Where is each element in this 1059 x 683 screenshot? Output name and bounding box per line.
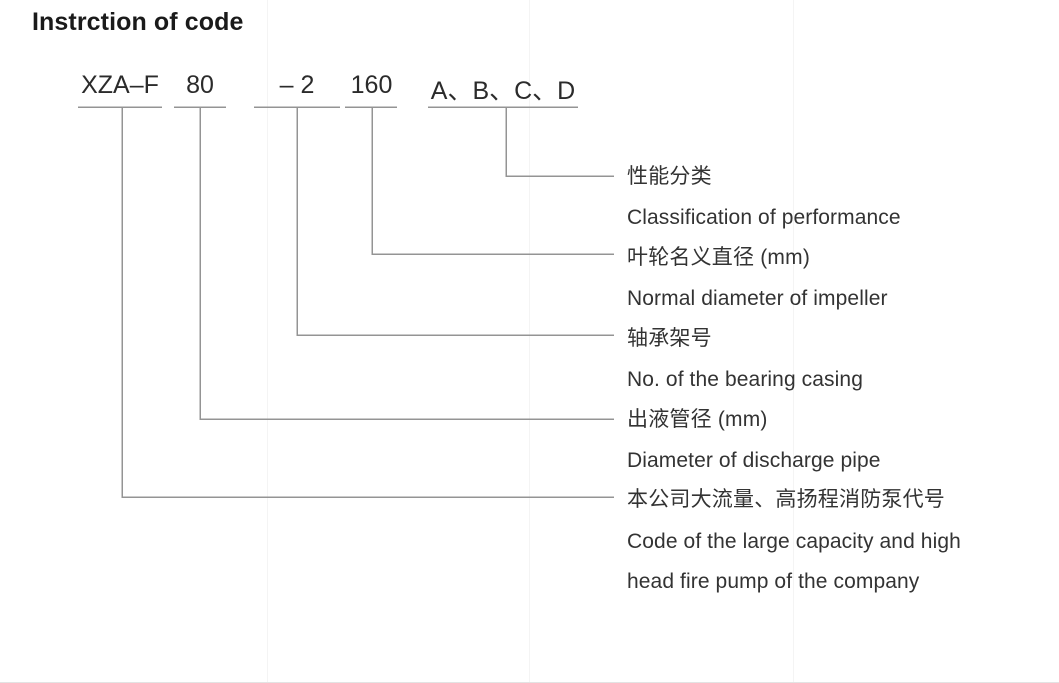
leader-bearing-casing-number [296,107,614,336]
legend-cn-company-code: 本公司大流量、高扬程消防泵代号 [627,488,945,511]
legend-en-company-code-line2: head fire pump of the company [627,570,920,593]
legend-en-company-code-line1: Code of the large capacity and high [627,530,961,553]
leader-impeller-diameter [371,107,614,255]
legend-cn-performance-classification: 性能分类 [627,165,712,188]
leader-discharge-pipe-diameter [199,107,614,420]
legend-en-impeller-diameter: Normal diameter of impeller [627,287,888,310]
leader-company-code [121,107,614,498]
code-segment-impeller: 160 [350,71,393,99]
page-title: Instrction of code [32,8,244,36]
leader-performance-classification [505,107,614,177]
legend-en-performance-classification: Classification of performance [627,206,901,229]
legend-en-discharge-pipe-diameter: Diameter of discharge pipe [627,449,881,472]
legend-cn-impeller-diameter: 叶轮名义直径 (mm) [627,246,811,269]
code-segment-series: XZA–F [81,71,159,99]
code-segment-class: A、B、C、D [430,77,576,105]
legend-en-bearing-casing-number: No. of the bearing casing [627,368,863,391]
code-segment-bearing: – 2 [279,71,315,99]
legend-cn-discharge-pipe-diameter: 出液管径 (mm) [627,408,768,431]
code-segment-discharge: 80 [186,71,214,99]
legend-cn-bearing-casing-number: 轴承架号 [627,327,712,350]
